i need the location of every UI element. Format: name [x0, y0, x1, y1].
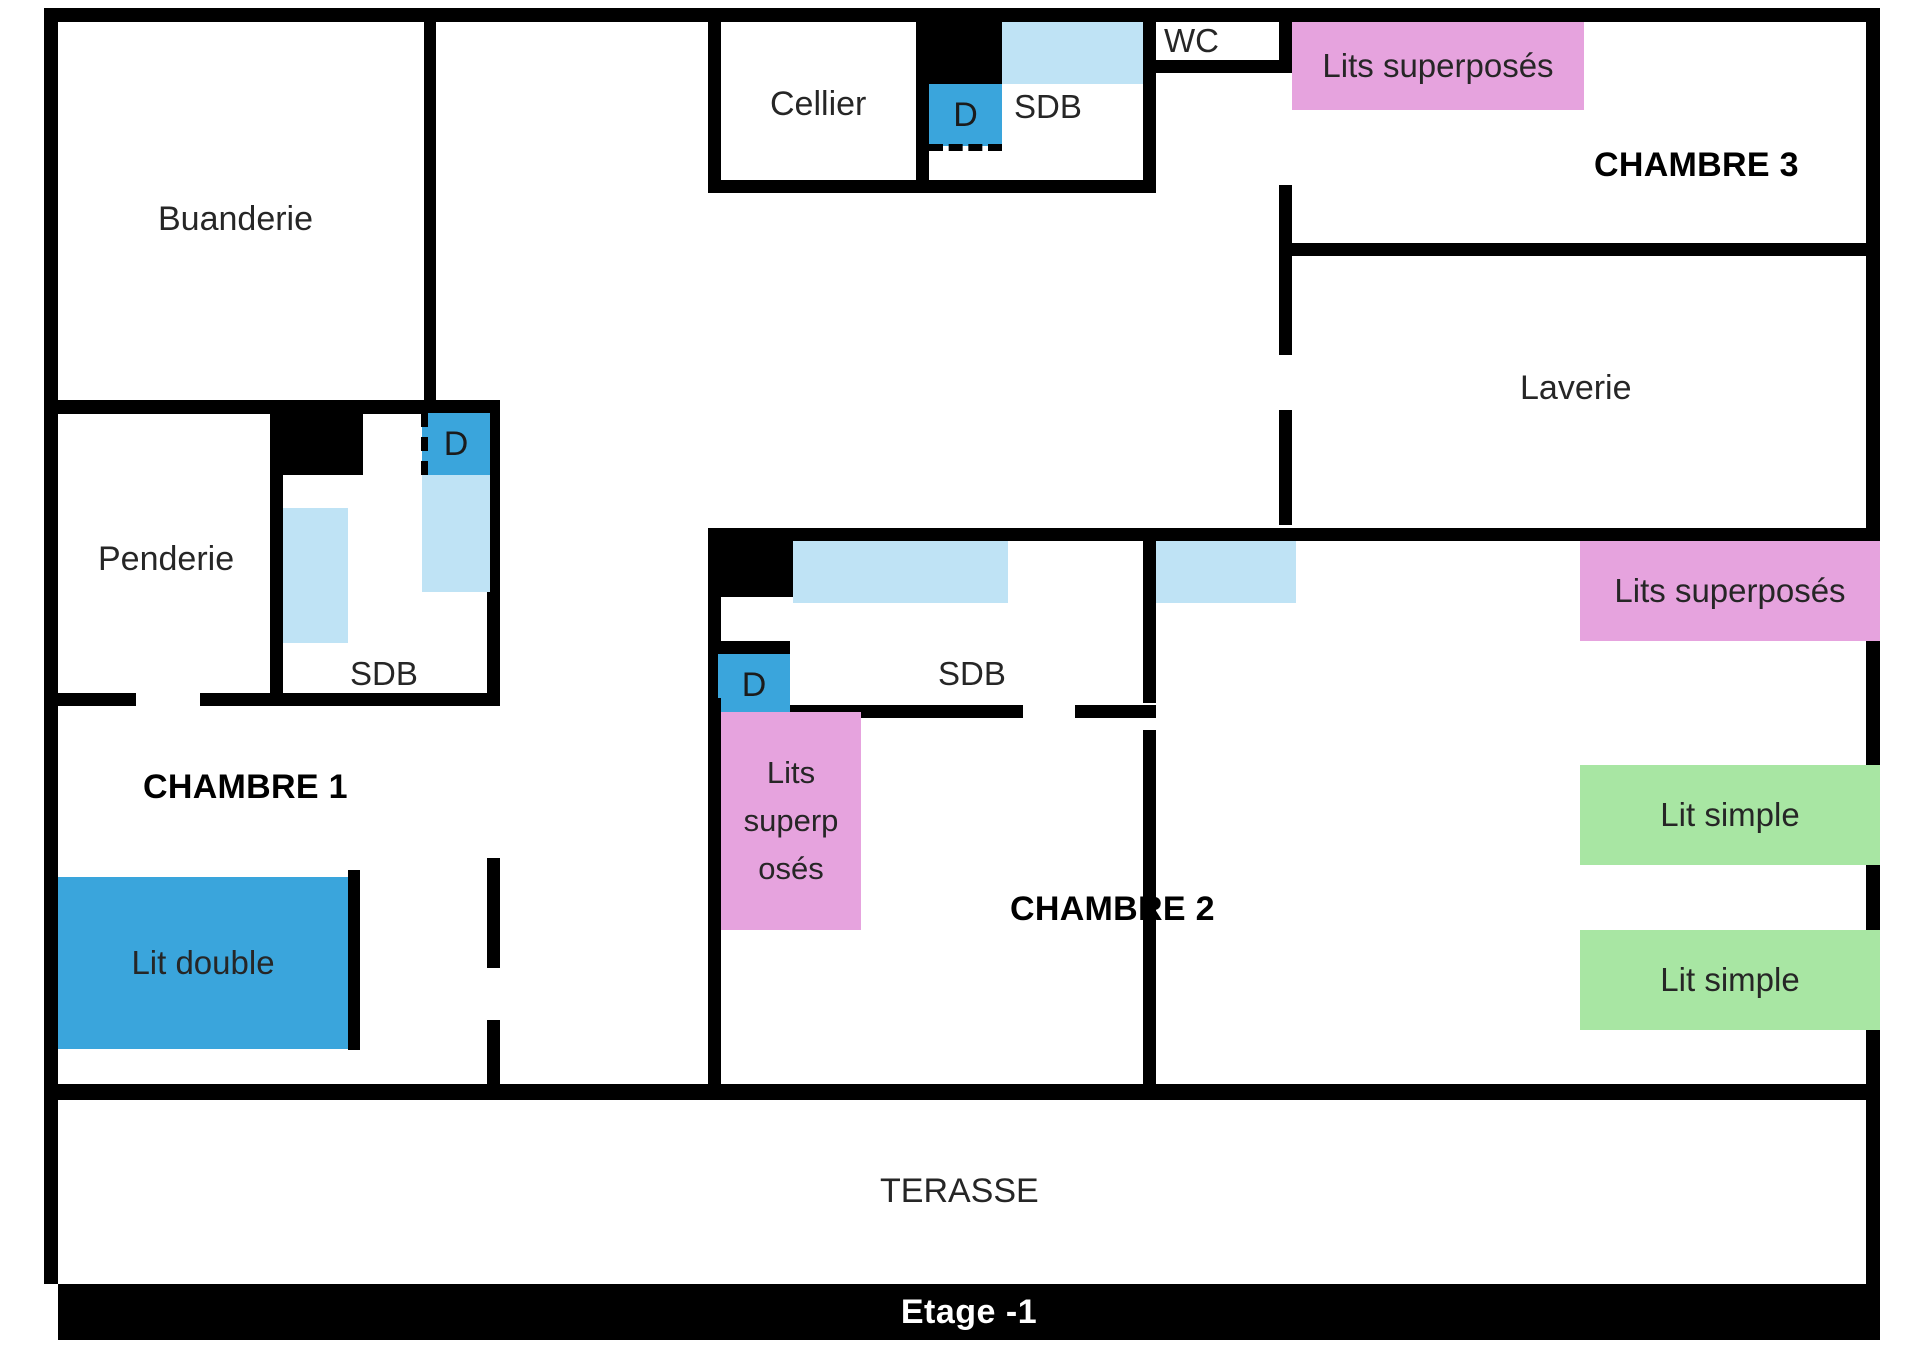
wall-buanderie-right — [424, 8, 436, 410]
bed-lits-superposes-chambre3-top: Lits superposés — [1292, 22, 1584, 110]
sdb2-bath-fixture — [793, 541, 1008, 603]
outer-wall-right-terrace — [1866, 1084, 1880, 1284]
wall-chambre1-right-lower — [487, 858, 500, 968]
wall-chambre2-left — [708, 698, 721, 1058]
wall-chambre1-right-upper — [487, 1020, 500, 1084]
room-label-penderie: Penderie — [98, 540, 235, 578]
room-label-sdb-chambre2: SDB — [938, 655, 1006, 692]
bunk-label-line3: osés — [758, 851, 824, 887]
outer-wall-top — [44, 8, 1880, 22]
bed-lits-superposes-chambre3-mid: Lits superposés — [1580, 541, 1880, 641]
room-label-wc: WC — [1164, 22, 1219, 59]
bed-lit-double-chambre1: Lit double — [58, 877, 348, 1049]
wall-chambre3-divider — [1292, 243, 1880, 256]
wall-block-sdb-cellier — [929, 22, 1002, 84]
shower-sdb-cellier: D — [929, 84, 1002, 146]
wall-penderie-right — [270, 400, 283, 705]
wall-cellier-right — [916, 22, 929, 192]
outer-wall-left-terrace — [44, 1084, 58, 1284]
wall-penderie-bottom — [58, 693, 136, 706]
wall-wc-bottom — [1156, 60, 1286, 73]
wall-sdb-cellier-bottom — [929, 180, 1156, 193]
wall-sdb2-bottom-right — [1075, 705, 1156, 718]
room-label-cellier: Cellier — [770, 85, 867, 123]
wall-chambre2-stub-left — [708, 1020, 721, 1084]
outer-wall-left — [44, 8, 58, 1084]
wall-sdb2-shower-top — [708, 641, 790, 654]
wall-laverie-left — [1279, 410, 1292, 525]
wall-cellier-left — [708, 22, 721, 192]
wall-sdb1-bottom — [200, 693, 500, 706]
terrace-label: TERASSE — [880, 1172, 1039, 1210]
room-label-laverie: Laverie — [1520, 369, 1632, 407]
wall-chambre2-right-upper — [1143, 528, 1156, 703]
wall-cellier-bottom — [708, 180, 929, 193]
wall-chambre1-bed-edge — [348, 870, 360, 1050]
room-label-chambre2: CHAMBRE 2 — [1010, 890, 1215, 928]
wall-block-sdb1 — [283, 413, 363, 475]
wall-sdb1-right — [487, 400, 500, 705]
wall-chambre3-lower-top — [1156, 528, 1880, 541]
room-label-buanderie: Buanderie — [158, 200, 314, 238]
sdb-cellier-bath-fixture — [1002, 22, 1143, 84]
wall-sdb-cellier-right — [1143, 22, 1156, 192]
shower-sdb-cellier-door-dashed — [929, 144, 1002, 151]
bunk-label-line1: Lits — [766, 754, 816, 790]
wall-chambre3-left-upper — [1279, 185, 1292, 355]
shower-sdb1-door-dashed — [421, 413, 428, 475]
sdb1-bath-fixture — [422, 452, 490, 592]
wall-block-sdb2 — [721, 535, 793, 597]
wall-terrace-top — [58, 1084, 1880, 1100]
wall-wc-right — [1279, 8, 1292, 73]
wall-chambre2-right-lower — [1143, 730, 1156, 1085]
room-label-chambre1: CHAMBRE 1 — [143, 768, 348, 806]
room-label-sdb-chambre1: SDB — [350, 655, 418, 692]
chambre3-fixture — [1156, 541, 1296, 603]
penderie-basin-fixture — [283, 508, 348, 643]
bed-lit-simple-chambre3-b: Lit simple — [1580, 930, 1880, 1030]
wall-sdb2-top — [708, 528, 1148, 541]
room-label-chambre3: CHAMBRE 3 — [1594, 146, 1799, 184]
bed-lit-simple-chambre3-a: Lit simple — [1580, 765, 1880, 865]
shower-sdb1: D — [422, 413, 490, 475]
shower-sdb2-door-dashed — [711, 654, 718, 716]
room-label-sdb-cellier: SDB — [1014, 88, 1082, 125]
shower-sdb2: D — [718, 654, 790, 716]
bed-lits-superposes-chambre2: Lits superp osés — [721, 712, 861, 930]
floor-banner: Etage -1 — [58, 1284, 1880, 1340]
bunk-label-line2: superp — [743, 802, 839, 838]
